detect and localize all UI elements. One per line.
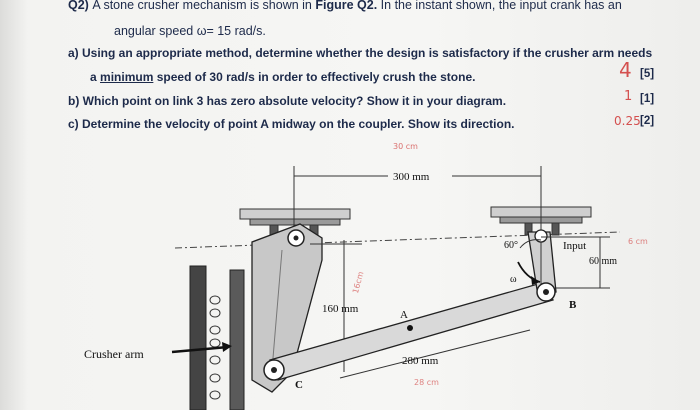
angle-arc [519, 239, 542, 249]
handwritten-note-6: 6 cm [628, 237, 648, 246]
figure-ref: Figure Q2. [315, 0, 378, 12]
dim-left-label: 160 mm [322, 303, 359, 315]
point-a-label: A [400, 309, 408, 321]
center-line [174, 231, 621, 249]
crusher-arm-link [251, 223, 323, 393]
part-c-marks: [2] [640, 115, 655, 127]
handwritten-score-c: 0.25 [614, 114, 641, 128]
input-pivot [534, 229, 548, 243]
part-a-underlined: minimum [100, 70, 154, 84]
handwritten-note-top: 30 cm [393, 142, 418, 151]
part-b-text: b) Which point on link 3 has zero absolu… [68, 94, 507, 108]
crusher-label: Crusher arm [84, 347, 144, 361]
point-c-label: C [295, 379, 303, 391]
point-a [407, 325, 413, 331]
omega-label: ω [510, 274, 517, 285]
part-a-line-2: a minimum speed of 30 rad/s in order to … [90, 70, 475, 84]
question-line-1: Q2) A stone crusher mechanism is shown i… [68, 0, 622, 12]
handwritten-note-28: 28 cm [414, 378, 439, 387]
part-a-marks: [5] [640, 68, 655, 80]
handwritten-score-a: 4 [619, 58, 632, 82]
question-line-2: angular speed ω= 15 rad/s. [114, 24, 266, 38]
angle-label: 60° [504, 240, 518, 251]
input-label: Input [563, 240, 586, 252]
question-intro: A stone crusher mechanism is shown in [92, 0, 312, 12]
point-b-label: B [569, 299, 577, 311]
left-ground-support [239, 208, 351, 236]
part-a-post: speed of 30 rad/s in order to effectivel… [156, 70, 476, 84]
dim-bottom-line [339, 329, 531, 379]
question-heading: Q2) [68, 0, 89, 12]
part-a-line-1: a) Using an appropriate method, determin… [68, 46, 653, 60]
handwritten-score-b: 1 [624, 89, 633, 104]
part-b-marks: [1] [640, 93, 655, 105]
part-c-text: c) Determine the velocity of point A mid… [68, 117, 515, 131]
crusher-stone-wall [189, 265, 245, 410]
dim-bottom-label: 280 mm [402, 355, 439, 367]
dim-top-label: 300 mm [393, 171, 430, 183]
question-intro-tail: In the instant shown, the input crank ha… [380, 0, 622, 12]
crusher-arrow [171, 345, 229, 354]
dim-right-label: 60 mm [589, 256, 617, 267]
part-a-pre: a [90, 70, 97, 84]
